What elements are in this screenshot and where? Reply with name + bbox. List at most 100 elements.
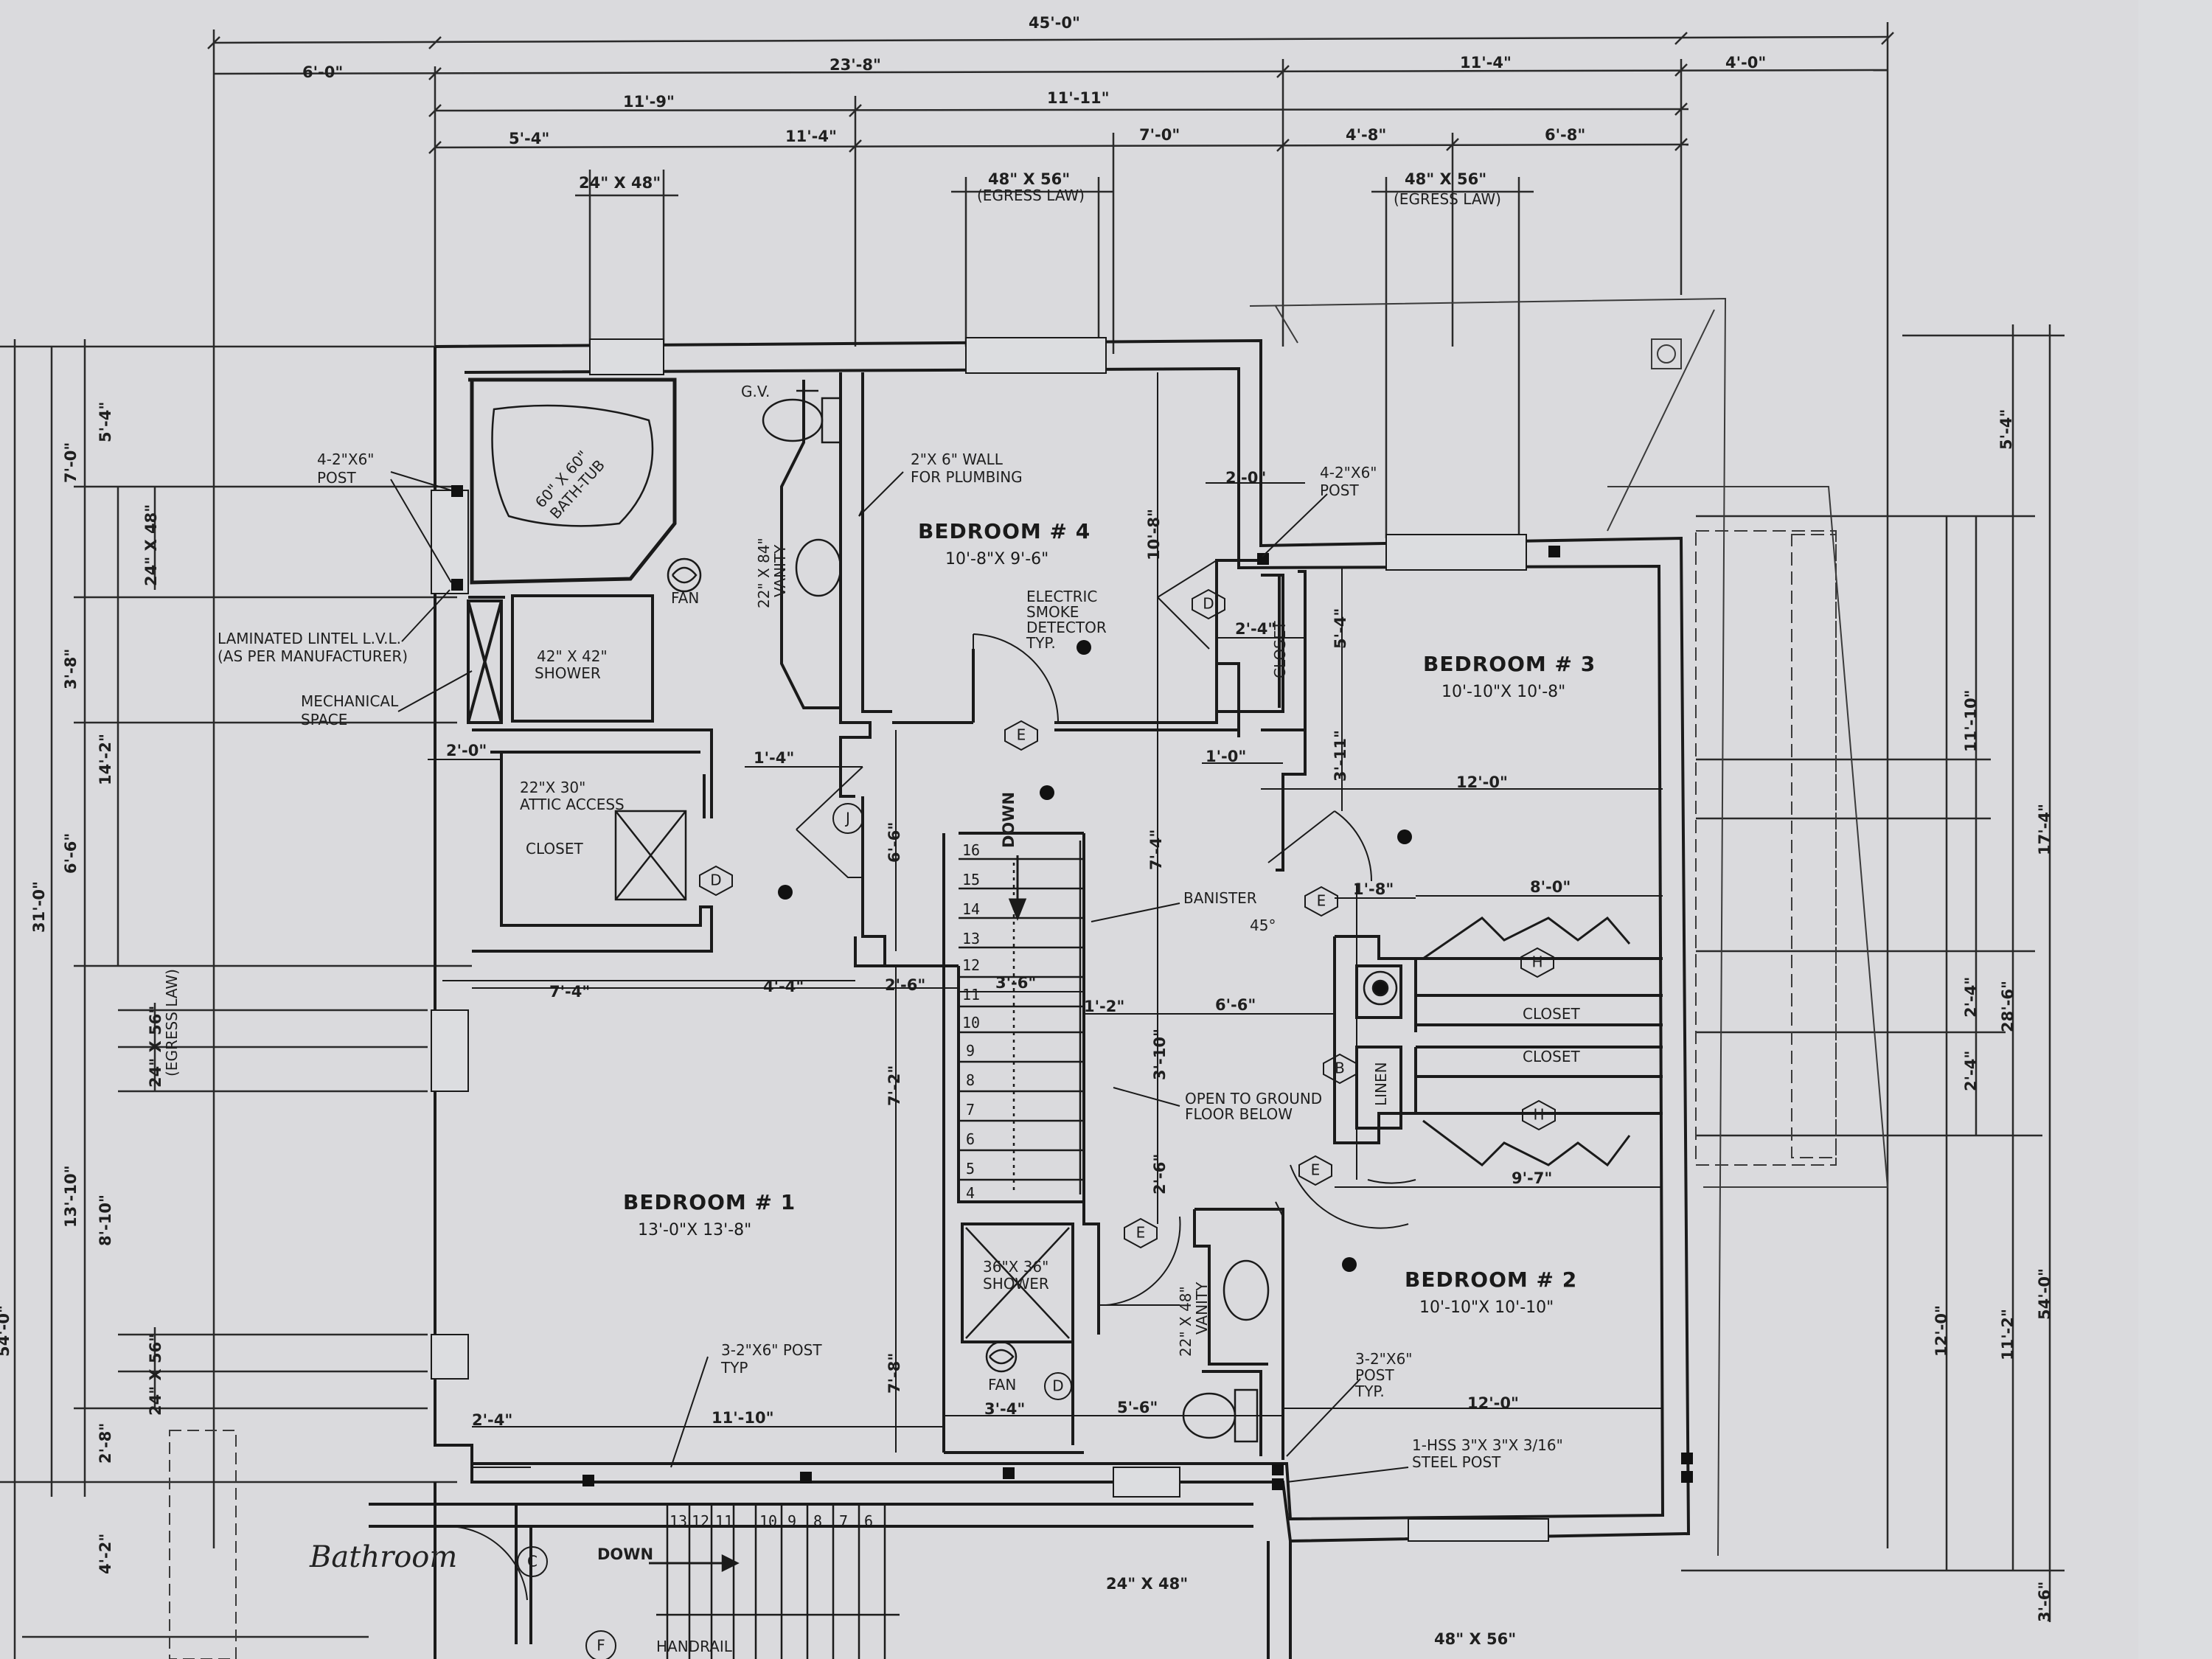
right-dimensions [1681, 324, 2065, 1622]
lower-step-13: 13 [669, 1512, 687, 1530]
stair-step-10: 10 [962, 1014, 980, 1032]
lower-step-7: 7 [839, 1512, 848, 1530]
note-post3-right-l3: TYP. [1354, 1382, 1385, 1400]
dim-top-row1-d: 4'-0" [1725, 54, 1766, 72]
dim-left-window-24x56-b: 24" X 56" [147, 1334, 164, 1416]
note-closet-h2: CLOSET [1523, 1048, 1580, 1065]
stair-step-13: 13 [962, 930, 980, 947]
note-vanity2-l1: 22" X 48" [1177, 1286, 1194, 1357]
interior-dim-6ft6-b: 6'-6" [1215, 996, 1256, 1014]
note-open-ground-l2: FLOOR BELOW [1185, 1105, 1293, 1123]
interior-dim-11ft10: 11'-10" [712, 1409, 774, 1427]
dim-top-row3-a: 5'-4" [509, 130, 549, 147]
stair-step-6: 6 [966, 1130, 975, 1148]
room-bedroom-1-name: BEDROOM # 1 [623, 1190, 796, 1214]
tag-h-2: H [1533, 1106, 1544, 1124]
dim-top-row3-b: 11'-4" [785, 128, 837, 145]
left-dimensions [0, 339, 472, 1659]
lower-step-11: 11 [715, 1512, 733, 1530]
note-post3-left-l2: TYP [720, 1359, 748, 1377]
note-post3-right-l1: 3-2"X6" [1355, 1350, 1413, 1368]
room-bedroom-1-size: 13'-0"X 13'-8" [638, 1221, 751, 1239]
dim-left-6ft6: 6'-6" [62, 833, 80, 874]
interior-dim-7ft8: 7'-8" [886, 1353, 903, 1394]
stair-step-11: 11 [962, 986, 980, 1004]
room-bedroom-4-size: 10'-8"X 9'-6" [945, 550, 1048, 568]
stair-step-15: 15 [962, 871, 980, 888]
dim-left-4ft2: 4'-2" [97, 1534, 114, 1574]
tag-e-1: E [1017, 726, 1026, 744]
note-post-left-l2: POST [317, 469, 356, 487]
lower-step-12: 12 [692, 1512, 709, 1530]
tag-d-3: D [1052, 1377, 1063, 1395]
interior-dim-7ft4: 7'-4" [549, 983, 590, 1001]
lower-step-10: 10 [759, 1512, 777, 1530]
dim-right-11ft10: 11'-10" [1962, 689, 1980, 752]
interior-dim-4ft4: 4'-4" [763, 978, 804, 995]
dim-right-11ft2: 11'-2" [1999, 1309, 2017, 1360]
note-hss-l2: STEEL POST [1412, 1453, 1501, 1471]
tag-d-1: D [710, 872, 721, 889]
note-closet-h1: CLOSET [1523, 1005, 1580, 1023]
note-attic-l2: ATTIC ACCESS [520, 796, 625, 813]
note-smoke-l3: DETECTOR [1026, 619, 1107, 636]
dim-top-row3-c: 7'-0" [1139, 126, 1180, 144]
interior-dim-9ft7: 9'-7" [1512, 1169, 1552, 1187]
dim-left-5ft4: 5'-4" [97, 402, 114, 442]
roof-outline [169, 297, 1889, 1659]
dim-right-2ft4-b: 2'-4" [1962, 1051, 1980, 1091]
stair-step-16: 16 [962, 841, 980, 859]
tag-c: C [527, 1553, 538, 1571]
interior-dim-2ft0-a: 2'-0" [446, 742, 487, 759]
note-vanity1-l2: VANITY [771, 544, 789, 597]
note-smoke-l4: TYP. [1026, 634, 1056, 652]
note-closet-b3: CLOSET [1271, 621, 1289, 678]
lower-step-9: 9 [787, 1512, 796, 1530]
tag-b: B [1335, 1060, 1345, 1077]
stair-step-14: 14 [962, 900, 980, 918]
room-bedroom-3-name: BEDROOM # 3 [1423, 652, 1596, 676]
note-shower1-l2: SHOWER [535, 664, 601, 682]
dim-left-window-24x56: 24" X 56" [147, 1006, 164, 1088]
dim-right-12ft: 12'-0" [1933, 1305, 1950, 1357]
dim-left-13ft10: 13'-10" [62, 1165, 80, 1228]
note-open-ground-l1: OPEN TO GROUND [1185, 1090, 1322, 1107]
exterior-walls [369, 338, 1691, 1659]
dim-left-8ft10: 8'-10" [97, 1194, 114, 1246]
dim-top-row1-a: 6'-0" [302, 63, 343, 81]
interior-dim-10ft8: 10'-8" [1145, 509, 1163, 560]
note-post-right-l1: 4-2"X6" [1320, 464, 1377, 481]
tag-e-3: E [1311, 1161, 1321, 1179]
dim-left-14ft2: 14'-2" [97, 734, 114, 785]
interior-dim-7ft4-b: 7'-4" [1147, 830, 1165, 870]
lower-down-label: DOWN [597, 1545, 653, 1563]
note-hss-l1: 1-HSS 3"X 3"X 3/16" [1412, 1436, 1563, 1454]
dim-right-2ft4-a: 2'-4" [1962, 977, 1980, 1018]
note-smoke-l1: ELECTRIC [1026, 588, 1097, 605]
note-post-left-l1: 4-2"X6" [317, 451, 375, 468]
room-bedroom-3-size: 10'-10"X 10'-8" [1441, 683, 1565, 701]
window-label-24x48-bottom: 24" X 48" [1106, 1575, 1188, 1593]
note-vanity2-l2: VANITY [1193, 1281, 1211, 1335]
window-label-48x56-a: 48" X 56" [988, 170, 1070, 188]
stair-step-4: 4 [966, 1184, 975, 1202]
dim-right-17ft4: 17'-4" [2036, 804, 2053, 855]
posts [451, 485, 1693, 1490]
lower-step-6: 6 [864, 1512, 873, 1530]
note-gv: G.V. [741, 383, 770, 400]
interior-dim-1ft8: 1'-8" [1353, 880, 1394, 898]
interior-walls [467, 372, 1663, 1460]
window-label-48x56-bottom: 48" X 56" [1434, 1630, 1516, 1648]
room-bedroom-2-name: BEDROOM # 2 [1405, 1267, 1577, 1292]
dim-left-2ft8: 2'-8" [97, 1423, 114, 1464]
room-bedroom-2-size: 10'-10"X 10'-10" [1419, 1298, 1554, 1317]
dim-top-row3-e: 6'-8" [1545, 126, 1585, 144]
note-post3-right-l2: POST [1355, 1366, 1394, 1384]
interior-dim-8ft: 8'-0" [1530, 878, 1571, 896]
door-tags [517, 588, 1556, 1659]
door-swings [449, 560, 1416, 1601]
dim-top-row1-b: 23'-8" [830, 56, 881, 74]
note-plumbing-l1: 2"X 6" WALL [911, 451, 1004, 468]
dim-right-3ft6: 3'-6" [2036, 1582, 2053, 1622]
